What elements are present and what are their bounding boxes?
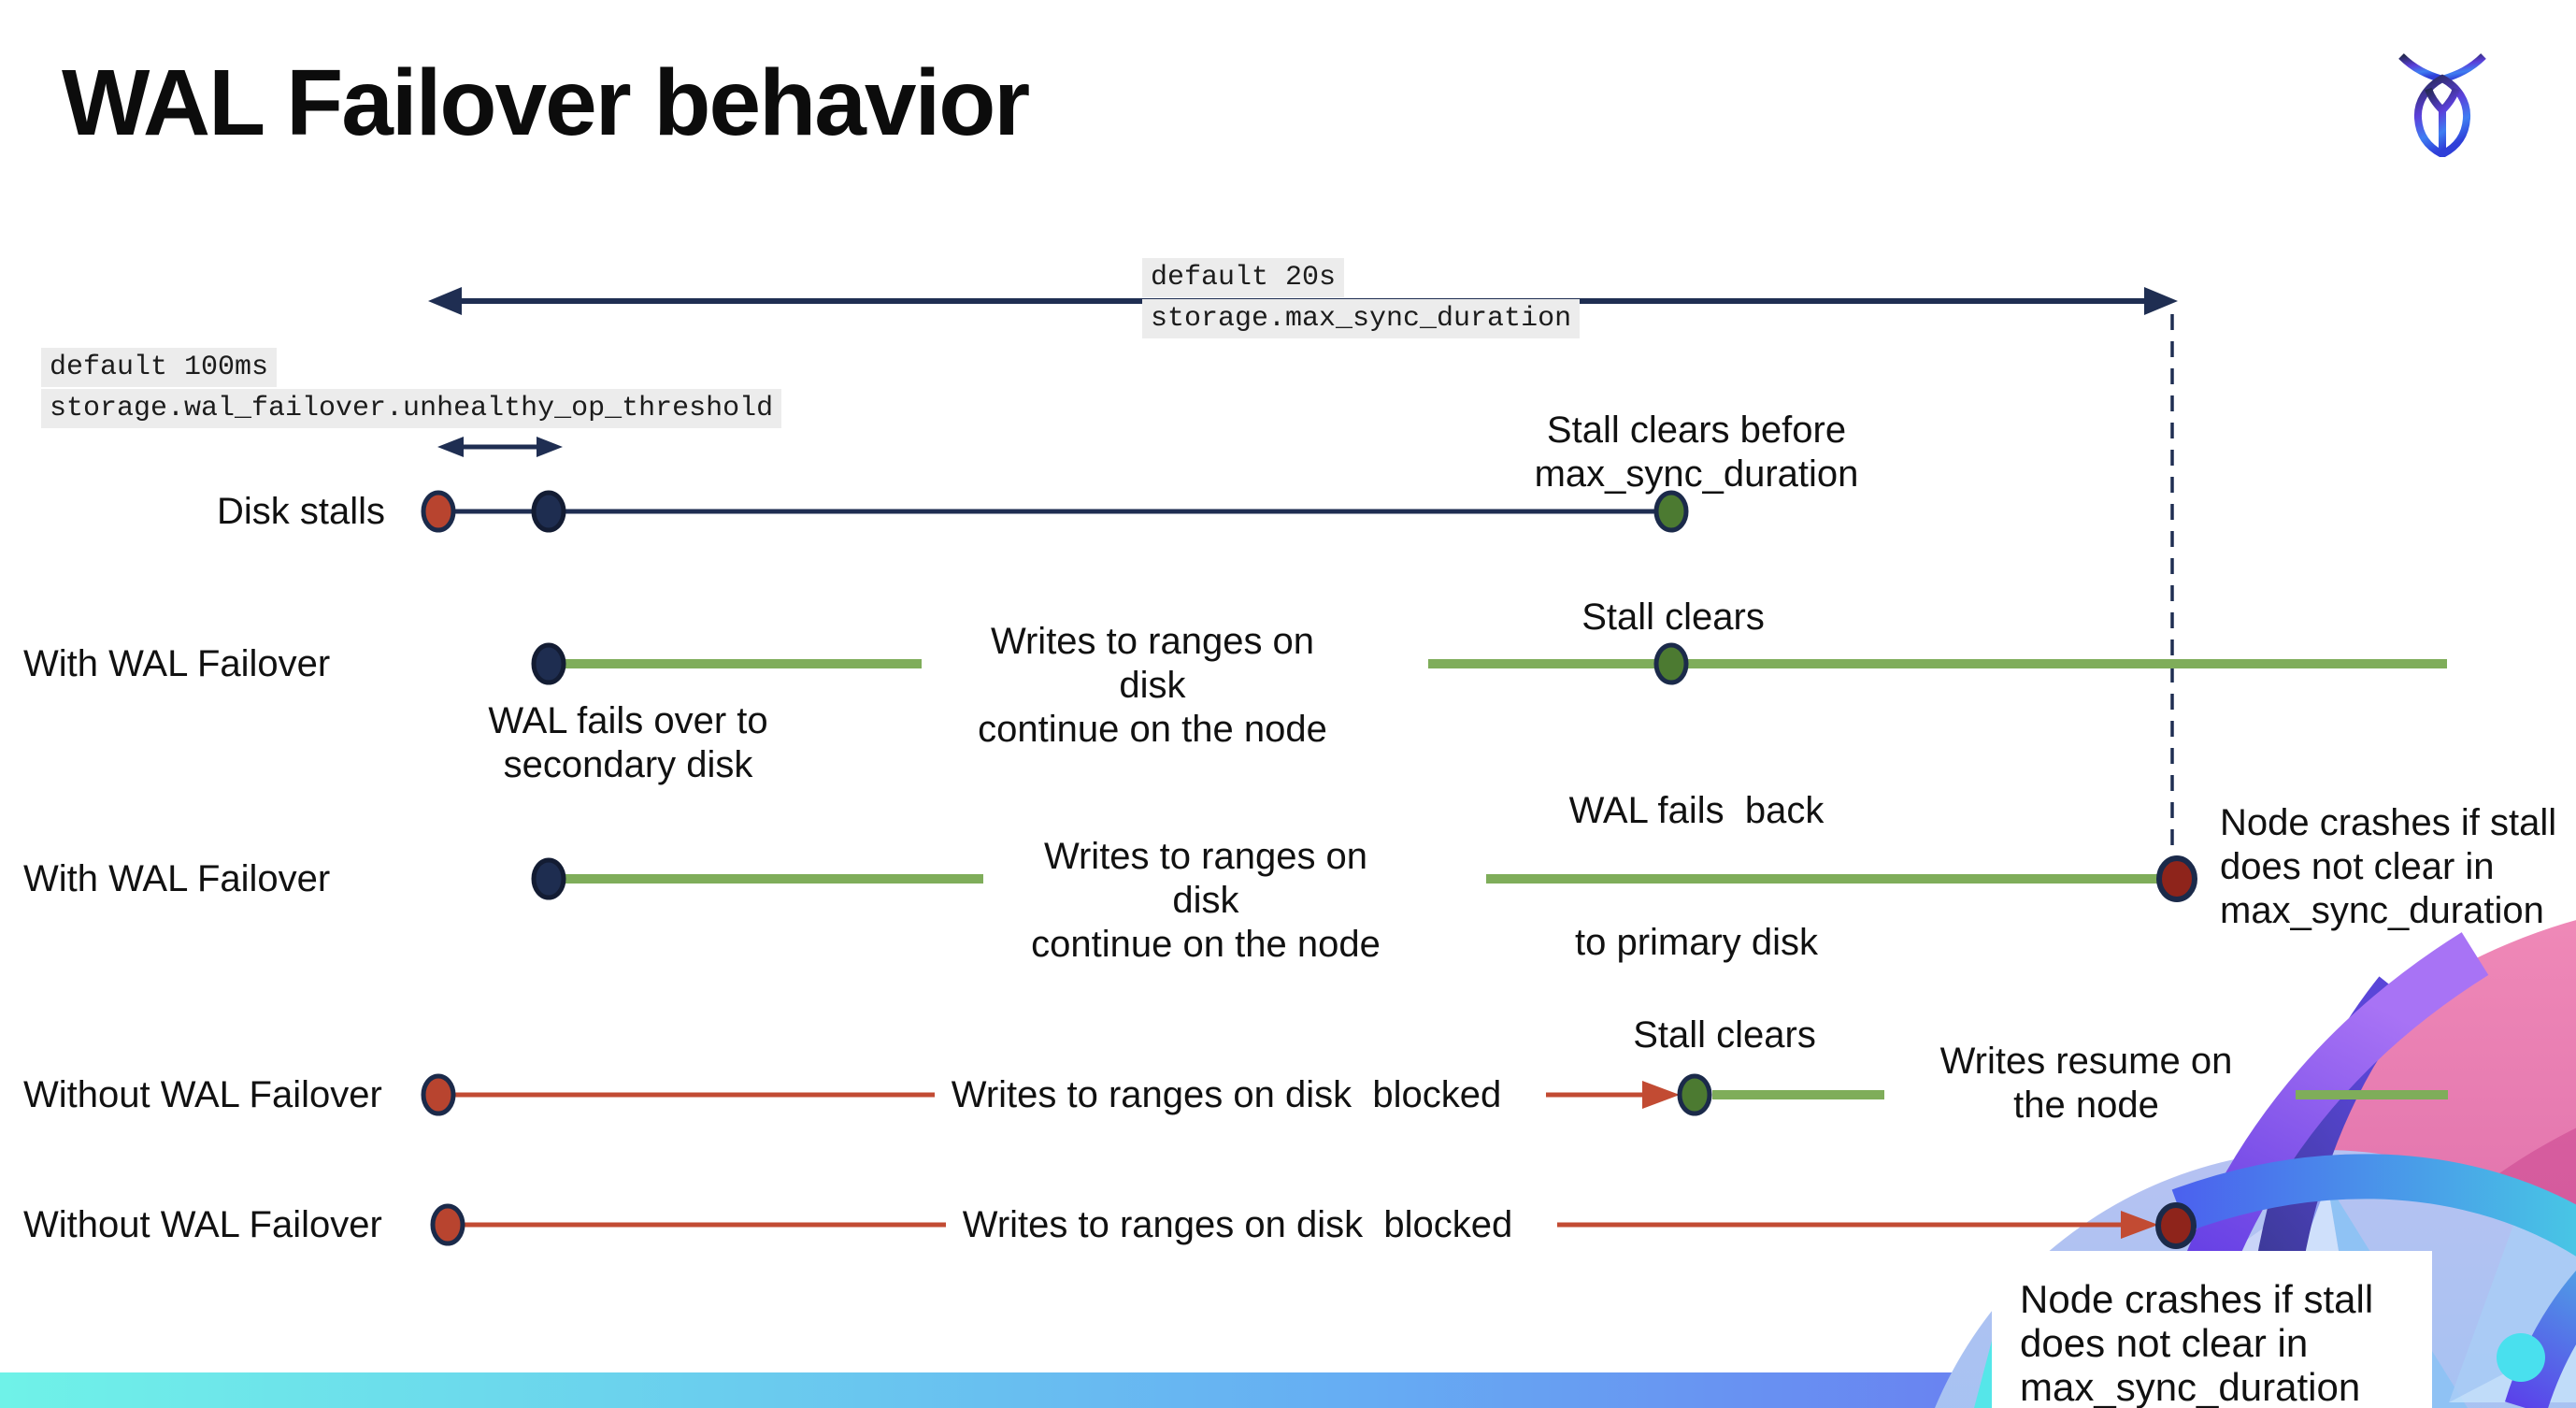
logo-stem (2425, 87, 2460, 153)
node-crash-note-2: Node crashes if stall does not clear in … (2020, 1277, 2374, 1408)
arrow-head-right-icon (2144, 287, 2178, 315)
wal-failover-note: WAL fails over to secondary disk (488, 700, 768, 785)
node-crash-dot (2156, 855, 2197, 902)
arrow-head-left-icon (437, 437, 464, 457)
stall-start-dot (421, 1073, 456, 1116)
writes-blocked-note-1: Writes to ranges on disk blocked (951, 1074, 1502, 1115)
row-label-without-wal-failover-1: Without WAL Failover (23, 1074, 382, 1115)
logo-antenna-left (2398, 53, 2444, 83)
logo-antenna-right (2440, 53, 2486, 83)
setting-name: storage.wal_failover.unhealthy_op_thresh… (41, 389, 782, 428)
stall-clears-before-note: Stall clears before max_sync_duration (1534, 409, 1859, 495)
row-disk-stalls-graphics (421, 490, 1689, 533)
failover-dot (531, 857, 566, 900)
failover-dot (531, 642, 566, 685)
max-sync-duration-label: default 20s storage.max_sync_duration (1142, 258, 1581, 340)
writes-blocked-note-2: Writes to ranges on disk blocked (962, 1204, 1513, 1245)
page-title: WAL Failover behavior (62, 50, 1030, 155)
cockroachdb-logo-icon (2398, 53, 2486, 157)
stall-clears-dot (1653, 490, 1689, 533)
wal-failback-note: WAL fails back to primary disk (1568, 790, 1825, 963)
arrow-head-left-icon (428, 287, 462, 315)
failback-dot (1653, 642, 1689, 685)
row-label-with-wal-failover-2: With WAL Failover (23, 858, 331, 899)
logo-body (2413, 74, 2471, 157)
unhealthy-op-threshold-label: default 100ms storage.wal_failover.unhea… (41, 348, 782, 430)
row-label-disk-stalls: Disk stalls (216, 491, 385, 532)
arrow-head-right-icon (2121, 1211, 2158, 1239)
node-crash-note-1: Node crashes if stall does not clear in … (2220, 802, 2557, 931)
row-with-wal-failover-1-graphics (531, 642, 2447, 685)
node-crash-dot (2155, 1202, 2197, 1249)
threshold-dot (531, 490, 566, 533)
stall-clears-note-2: Stall clears (1633, 1014, 1816, 1056)
stall-start-dot (430, 1203, 465, 1246)
arrow-head-right-icon (1642, 1081, 1680, 1109)
writes-continue-note-1: Writes to ranges on disk continue on the… (978, 621, 1327, 750)
stall-start-dot (421, 490, 456, 533)
unhealthy-op-threshold-arrow (437, 437, 563, 457)
stall-clears-note-1: Stall clears (1581, 596, 1765, 638)
setting-name: storage.max_sync_duration (1142, 299, 1581, 338)
writes-resume-note: Writes resume on the node (1939, 1041, 2233, 1126)
arrow-head-right-icon (537, 437, 563, 457)
setting-default-value: default 20s (1142, 258, 1345, 297)
art-petal (2449, 1197, 2576, 1402)
crash-note-box (1992, 1251, 2432, 1408)
writes-continue-note-2: Writes to ranges on disk continue on the… (1031, 836, 1381, 965)
stall-clears-dot (1677, 1073, 1712, 1116)
row-label-with-wal-failover-1: With WAL Failover (23, 643, 331, 684)
setting-default-value: default 100ms (41, 348, 278, 387)
row-label-without-wal-failover-2: Without WAL Failover (23, 1204, 382, 1245)
